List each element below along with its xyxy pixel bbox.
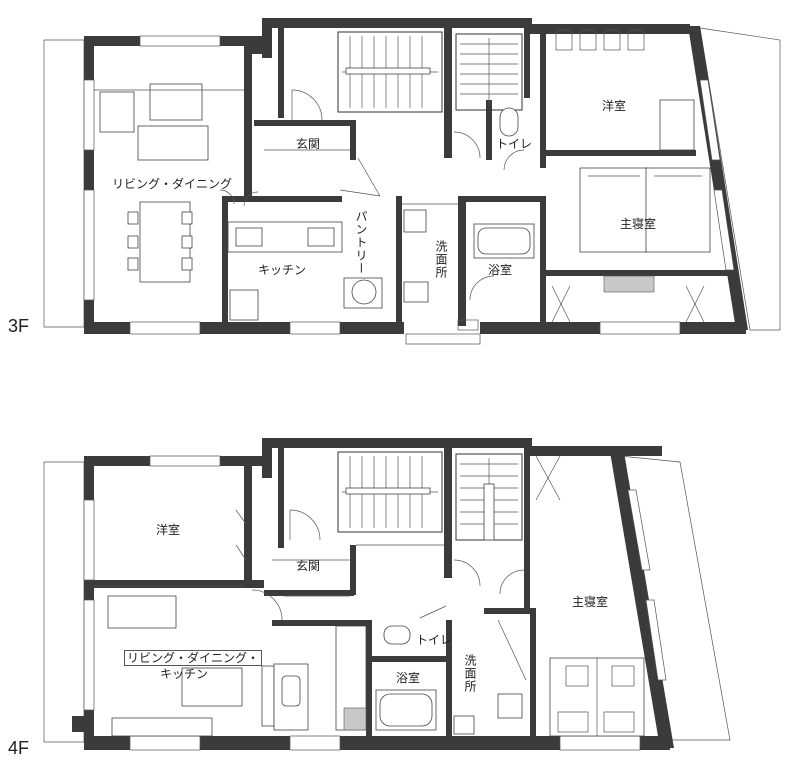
- bedroom-furniture-3f: [551, 29, 711, 323]
- room-label-ldk-line1-4f: リビング・ダイニング・: [124, 650, 263, 666]
- room-label-master-bedroom-4f: 主寝室: [572, 595, 609, 609]
- bedroom-furniture-4f: [497, 455, 645, 737]
- kitchen-counter-3f: [227, 221, 383, 321]
- staircase-4f-b: [455, 453, 523, 541]
- balcony-left-3f: [43, 39, 85, 328]
- floor-plan-3f: [43, 18, 781, 345]
- misc-lines-4f: [94, 544, 444, 597]
- room-label-living-dining-3f: リビング・ダイニング: [112, 177, 233, 191]
- bath-fixtures-3f: [403, 107, 535, 303]
- windows-3f: [83, 35, 735, 335]
- balcony-left-4f: [43, 461, 85, 743]
- floor-label-3f: 3F: [8, 316, 30, 336]
- room-label-washroom-4f: 洗面所: [463, 654, 477, 693]
- interior-walls-4f: [94, 448, 536, 736]
- room-label-master-bedroom-3f: 主寝室: [620, 217, 657, 231]
- room-label-washroom-3f: 洗面所: [434, 240, 448, 279]
- room-label-bathroom-3f: 浴室: [488, 263, 513, 277]
- windows-4f: [83, 455, 667, 751]
- floor-label-4f: 4F: [8, 738, 30, 758]
- room-label-entrance-4f: 玄関: [296, 559, 321, 573]
- room-label-ldk-line2-4f: キッチン: [160, 667, 209, 681]
- doors-3f: [219, 89, 525, 301]
- staircase-3f-b: [455, 33, 523, 111]
- room-label-western-room-4f: 洋室: [156, 523, 181, 537]
- floor-plan-4f: [43, 438, 731, 751]
- room-label-toilet-3f: トイレ: [496, 137, 533, 151]
- balcony-right-3f: [699, 27, 781, 331]
- room-label-kitchen-3f: キッチン: [258, 263, 307, 277]
- bath-fixtures-4f: [375, 625, 523, 735]
- room-label-bathroom-4f: 浴室: [396, 671, 421, 685]
- doors-4f: [235, 509, 525, 621]
- ldk-furniture-4f: [72, 595, 367, 737]
- room-label-entrance-3f: 玄関: [296, 137, 321, 151]
- staircase-4f-a: [337, 451, 443, 533]
- staircase-3f-a: [337, 31, 443, 113]
- interior-walls-3f: [222, 28, 736, 326]
- room-label-western-room-3f: 洋室: [602, 99, 627, 113]
- living-furniture-3f: [99, 83, 209, 283]
- room-label-toilet-4f: トイレ: [416, 633, 453, 647]
- misc-lines-3f: [94, 89, 481, 345]
- room-label-pantry-3f: パントリー: [354, 210, 368, 275]
